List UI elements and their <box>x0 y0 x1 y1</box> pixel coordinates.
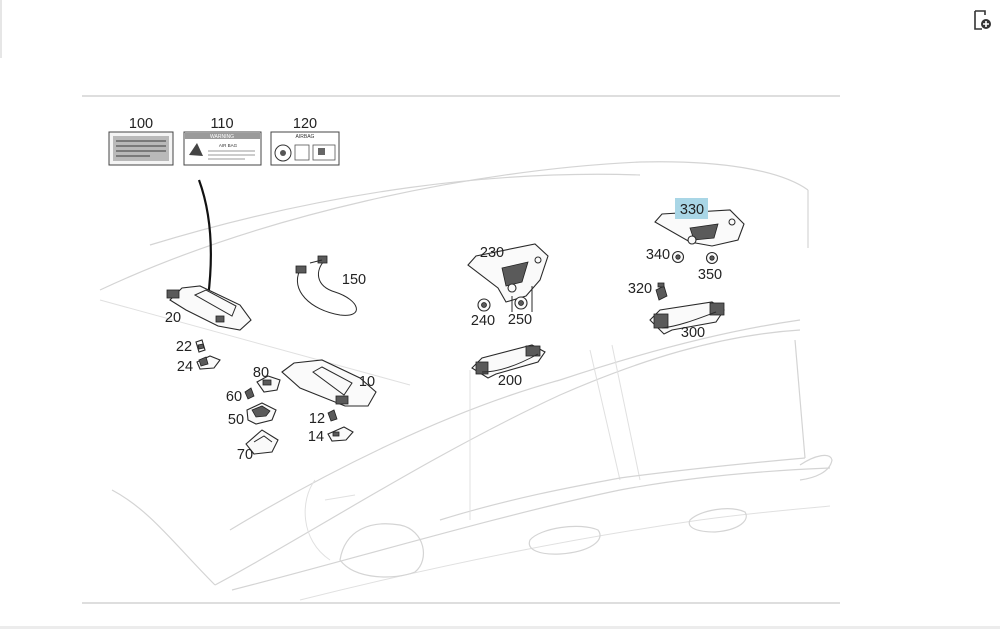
part-label-80[interactable]: 80 <box>253 365 269 381</box>
part-250-screw <box>514 296 528 310</box>
part-label-22[interactable]: 22 <box>176 339 192 355</box>
part-label-24[interactable]: 24 <box>177 359 193 375</box>
part-label-240[interactable]: 240 <box>471 313 495 329</box>
part-200-grab-handle <box>471 344 546 379</box>
document-export-button[interactable] <box>970 8 994 32</box>
part-label-120[interactable]: 120 <box>293 116 317 132</box>
part-label-330[interactable]: 330 <box>680 202 704 218</box>
part-label-350[interactable]: 350 <box>698 267 722 283</box>
decal-110: WARNING AIR BAG <box>183 131 262 166</box>
part-label-200[interactable]: 200 <box>498 373 522 389</box>
part-240-screw <box>477 298 491 312</box>
part-label-20[interactable]: 20 <box>165 310 181 326</box>
part-labels: 100 110 120 150 20 22 24 80 10 60 50 12 … <box>129 116 722 463</box>
part-label-60[interactable]: 60 <box>226 389 242 405</box>
decal-110-title: WARNING <box>210 134 234 140</box>
part-label-12[interactable]: 12 <box>309 411 325 427</box>
page-bottom-bar <box>0 626 1000 629</box>
part-70-cover <box>245 429 279 455</box>
part-10-sun-visor-right <box>281 359 377 407</box>
part-label-320[interactable]: 320 <box>628 281 652 297</box>
part-230-mounting-bracket <box>467 243 549 312</box>
pointer-arrow <box>197 179 212 299</box>
part-300-grab-handle <box>649 301 725 335</box>
part-label-110[interactable]: 110 <box>210 116 233 132</box>
selected-part-highlight <box>675 198 708 219</box>
part-50-mount <box>246 402 277 425</box>
part-350-screw <box>705 251 719 265</box>
part-label-300[interactable]: 300 <box>681 325 705 341</box>
part-22-clip <box>195 339 206 353</box>
part-label-250[interactable]: 250 <box>508 312 532 328</box>
part-label-50[interactable]: 50 <box>228 412 244 428</box>
part-150-wiring-harness <box>295 255 357 316</box>
part-label-150[interactable]: 150 <box>342 272 366 288</box>
part-60-screw <box>244 387 255 400</box>
decal-120-title: AIRBAG <box>296 134 315 140</box>
document-export-icon <box>974 10 991 30</box>
part-label-14[interactable]: 14 <box>308 429 324 445</box>
part-12-clip <box>327 409 338 422</box>
decal-120: AIRBAG <box>270 131 340 166</box>
part-label-230[interactable]: 230 <box>480 245 504 261</box>
part-340-screw <box>671 250 685 264</box>
part-label-10[interactable]: 10 <box>359 374 375 390</box>
decal-110-text: AIR BAG <box>219 143 238 148</box>
left-panel-edge <box>0 0 2 58</box>
part-label-340[interactable]: 340 <box>646 247 670 263</box>
part-80-holder <box>256 375 281 393</box>
part-24-bracket <box>196 355 221 370</box>
part-320-clip <box>655 282 668 301</box>
vehicle-outline <box>99 161 833 601</box>
part-label-70[interactable]: 70 <box>237 447 253 463</box>
part-label-100[interactable]: 100 <box>129 116 153 132</box>
part-20-sun-visor-left <box>166 285 252 331</box>
decal-100 <box>108 131 174 166</box>
part-14-cover <box>327 426 354 442</box>
